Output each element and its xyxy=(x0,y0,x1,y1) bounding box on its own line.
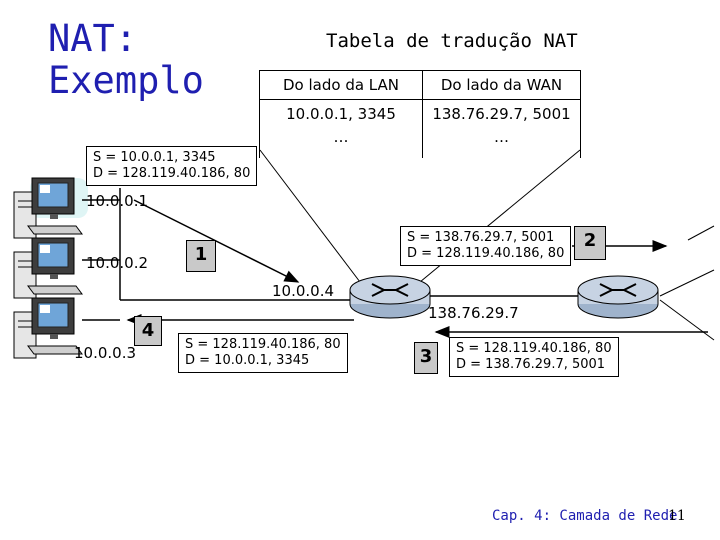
slide-title: NAT: Exemplo xyxy=(48,18,204,102)
host-2-label: 10.0.0.2 xyxy=(86,254,149,272)
table-header-row: Do lado da LAN Do lado da WAN xyxy=(259,70,581,100)
packet-2: S = 138.76.29.7, 5001 D = 128.119.40.186… xyxy=(400,226,572,266)
host-3-label: 10.0.0.3 xyxy=(74,344,137,362)
packet-3-src: S = 128.119.40.186, 80 xyxy=(456,341,612,356)
packet-3-dst: D = 138.76.29.7, 5001 xyxy=(456,357,606,372)
page-number: 11 xyxy=(668,508,686,524)
table-cell-lan: 10.0.0.1, 3345 xyxy=(259,99,423,128)
packet-3: S = 128.119.40.186, 80 D = 138.76.29.7, … xyxy=(449,337,619,377)
host-3-icon xyxy=(13,297,83,359)
table-row: 10.0.0.1, 3345 138.76.29.7, 5001 xyxy=(259,99,581,128)
host-1-label: 10.0.0.1 xyxy=(86,192,149,210)
step-4-badge: 4 xyxy=(134,316,162,346)
nat-table-title: Tabela de tradução NAT xyxy=(326,30,578,52)
packet-1-dst: D = 128.119.40.186, 80 xyxy=(93,166,251,181)
router-wan-ip: 138.76.29.7 xyxy=(428,304,519,322)
table-header-lan: Do lado da LAN xyxy=(259,70,423,100)
table-ellipsis-lan: … xyxy=(259,128,423,158)
table-ellipsis-wan: … xyxy=(422,128,581,158)
remote-router-icon xyxy=(577,275,659,319)
nat-router-icon xyxy=(349,275,431,319)
slide-title-line2: Exemplo xyxy=(48,59,204,102)
step-2-badge: 2 xyxy=(574,226,606,260)
host-2-icon xyxy=(13,237,83,299)
table-ellipsis-row: … … xyxy=(259,128,581,158)
footer-chapter: Cap. 4: Camada de Rede xyxy=(492,508,678,524)
packet-1: S = 10.0.0.1, 3345 D = 128.119.40.186, 8… xyxy=(86,146,258,186)
packet-4: S = 128.119.40.186, 80 D = 10.0.0.1, 334… xyxy=(178,333,348,373)
packet-2-src: S = 138.76.29.7, 5001 xyxy=(407,230,555,245)
table-header-wan: Do lado da WAN xyxy=(422,70,581,100)
packet-4-src: S = 128.119.40.186, 80 xyxy=(185,337,341,352)
step-1-badge: 1 xyxy=(186,240,216,272)
nat-translation-table: Do lado da LAN Do lado da WAN 10.0.0.1, … xyxy=(259,70,581,158)
router-lan-ip: 10.0.0.4 xyxy=(272,282,335,300)
host-1-icon xyxy=(13,177,83,239)
arrow-1 xyxy=(133,199,300,283)
step-3-badge: 3 xyxy=(414,342,438,374)
packet-4-dst: D = 10.0.0.1, 3345 xyxy=(185,353,310,368)
packet-2-dst: D = 128.119.40.186, 80 xyxy=(407,246,565,261)
packet-1-src: S = 10.0.0.1, 3345 xyxy=(93,150,216,165)
table-cell-wan: 138.76.29.7, 5001 xyxy=(422,99,581,128)
slide-title-line1: NAT: xyxy=(48,17,138,60)
